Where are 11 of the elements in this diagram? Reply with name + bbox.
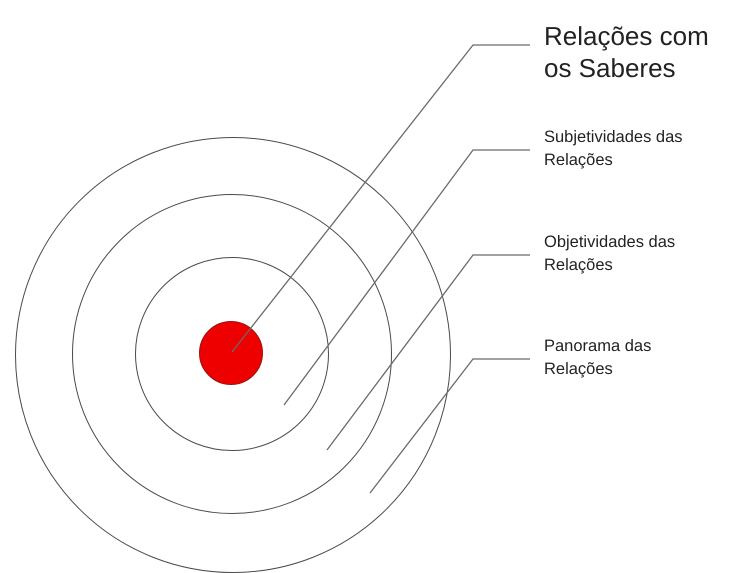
callout-label: Relações com os Saberes: [530, 20, 735, 84]
ring-circle: [72, 194, 392, 514]
leader-line: [231, 44, 530, 352]
ring-circle: [134, 256, 329, 451]
leader-line: [369, 358, 530, 494]
callout-label: Subjetividades das Relações: [530, 126, 735, 172]
callout-label: Objetividades das Relações: [530, 231, 735, 277]
ring-circle: [15, 137, 451, 573]
leader-line: [326, 254, 530, 450]
callout-label: Panorama das Relações: [530, 335, 690, 381]
leader-line: [283, 149, 530, 406]
